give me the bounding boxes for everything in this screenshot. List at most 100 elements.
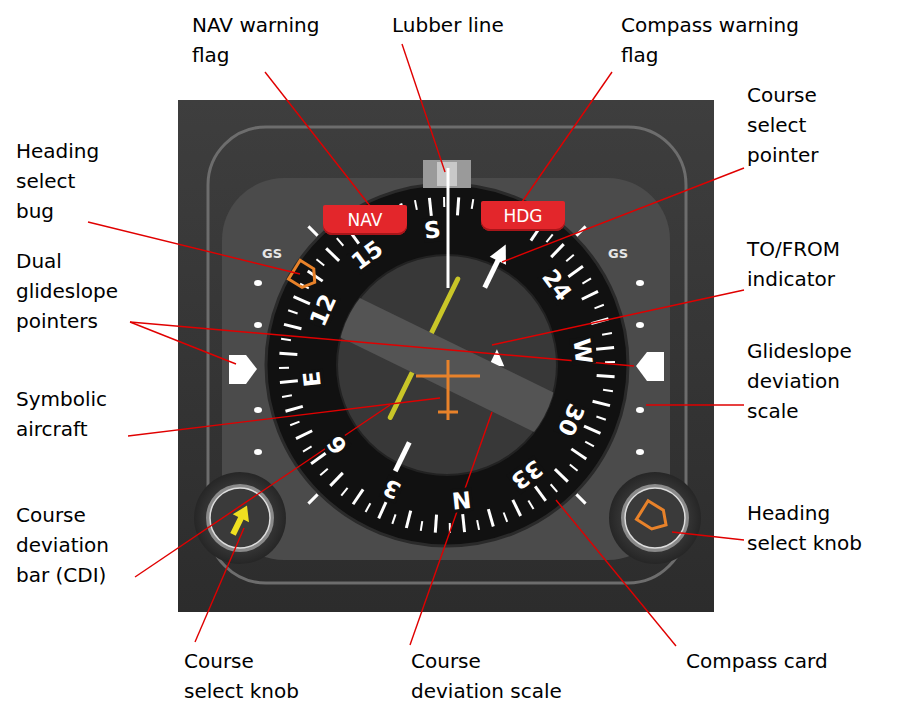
callout-label: Lubber line: [392, 10, 592, 40]
index-mark: [308, 494, 317, 503]
leader-line: [130, 322, 236, 364]
glideslope-dot: [636, 407, 644, 413]
card-tick: [341, 488, 347, 496]
card-tick: [392, 514, 395, 523]
card-tick: [555, 469, 568, 482]
leader-line: [128, 398, 440, 436]
warning-flag: HDG: [481, 201, 565, 231]
glideslope-dot: [254, 449, 262, 455]
leader-line: [265, 72, 370, 206]
inner-clip-group: [321, 288, 574, 442]
card-tick: [477, 520, 479, 530]
course-pointer-head: [490, 241, 514, 265]
card-tick: [546, 234, 552, 242]
leader-line: [135, 405, 390, 577]
card-tick: [596, 416, 605, 419]
card-tick: [429, 198, 431, 216]
card-tick: [406, 511, 410, 528]
card-tick: [584, 426, 600, 433]
glideslope-pointer: [229, 355, 257, 384]
card-tick: [585, 442, 594, 447]
aircraft-wing: [416, 375, 480, 378]
instrument-panel: [178, 100, 714, 612]
knob-face: [625, 488, 685, 548]
flag-text: HDG: [481, 206, 565, 226]
glideslope-dot: [636, 449, 644, 455]
flag-text: NAV: [323, 210, 407, 230]
callout-label: Symbolic aircraft: [16, 384, 136, 444]
leader-line: [402, 44, 445, 172]
card-tick: [488, 509, 493, 526]
card-tick: [282, 395, 292, 397]
card-tick: [326, 248, 339, 261]
card-tick: [528, 500, 533, 509]
card-tick: [535, 486, 546, 501]
card-tick: [582, 291, 598, 299]
index-mark: [308, 226, 317, 235]
card-tick: [443, 197, 445, 207]
glideslope-dot: [636, 322, 644, 328]
compass-card-number: W: [569, 336, 596, 366]
card-tick: [415, 200, 417, 210]
card-tick: [379, 502, 386, 518]
callout-label: NAV warning flag: [192, 10, 342, 70]
callout-label: Course deviation scale: [411, 646, 571, 706]
glideslope-label: GS: [606, 246, 630, 261]
leader-line: [492, 290, 744, 345]
card-tick: [457, 197, 458, 215]
callout-label: Heading select knob: [747, 498, 872, 558]
glideslope-dot: [636, 280, 644, 286]
card-tick: [421, 521, 423, 531]
card-tick: [279, 353, 297, 354]
knob-ring: [206, 484, 274, 552]
card-tick: [463, 514, 465, 532]
callout-label: Dual glideslope pointers: [16, 246, 136, 336]
heading-bug: [289, 260, 321, 291]
card-tick: [353, 489, 363, 504]
dial-bezel: [222, 178, 670, 560]
card-tick: [570, 464, 578, 470]
symbolic-aircraft: [416, 360, 480, 420]
card-tick: [284, 324, 301, 328]
course-knob-arrow: [225, 502, 255, 539]
callout-label: Compass card: [686, 646, 876, 676]
card-tick: [311, 453, 326, 464]
card-tick: [435, 515, 436, 533]
knob-base: [194, 472, 286, 564]
glideslope-dot: [254, 280, 262, 286]
card-tick: [504, 513, 508, 522]
glideslope-dot: [254, 407, 262, 413]
card-tick: [551, 484, 558, 492]
card-tick: [593, 401, 610, 405]
leader-line: [556, 500, 676, 646]
leader-line: [130, 322, 634, 366]
card-tick: [288, 310, 297, 313]
card-tick: [366, 503, 371, 512]
heading-knob-bug: [636, 501, 671, 534]
callout-label: TO/FROM indicator: [747, 234, 877, 294]
card-tick: [602, 333, 612, 335]
leader-line: [195, 528, 244, 642]
glideslope-dot: [254, 322, 262, 328]
compass-card-number: E: [299, 369, 325, 389]
card-tick: [281, 339, 291, 341]
glideslope-label: GS: [260, 246, 284, 261]
compass-card-number: N: [449, 487, 473, 513]
card-tick: [330, 473, 343, 486]
card-tick: [551, 244, 564, 257]
knob-base: [609, 472, 701, 564]
leader-line: [522, 72, 612, 202]
leader-line: [410, 412, 492, 645]
warning-flag: NAV: [323, 205, 407, 235]
card-tick: [603, 390, 613, 392]
card-tick: [582, 278, 591, 283]
card-tick: [316, 259, 324, 265]
course-pointer-tail: [395, 442, 409, 471]
callout-label: Glideslope deviation scale: [747, 336, 872, 426]
callout-label: Heading select bug: [16, 136, 111, 226]
knob-ring: [621, 484, 689, 552]
leader-line: [646, 404, 744, 405]
card-tick: [280, 381, 298, 383]
card-tick: [513, 500, 521, 516]
callout-label: Course select knob: [184, 646, 309, 706]
